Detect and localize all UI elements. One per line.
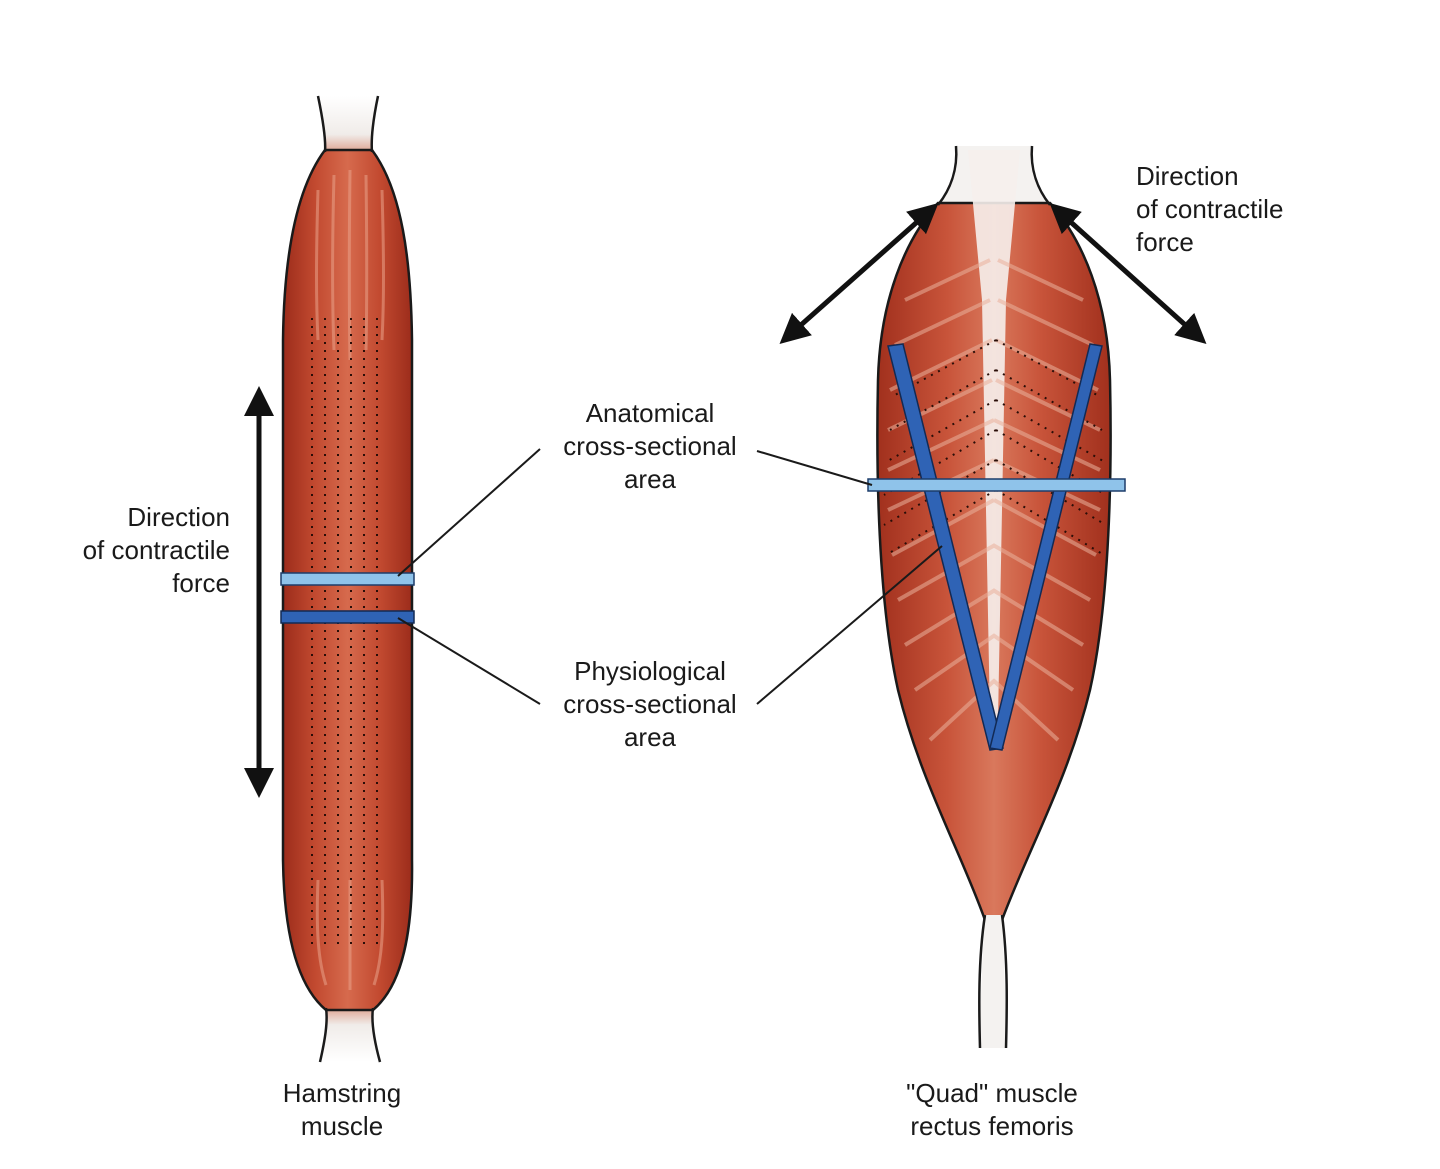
quad-muscle: [867, 145, 1126, 1049]
hamstring-muscle: [280, 95, 415, 1063]
quad-caption: "Quad" muscle rectus femoris: [906, 1078, 1078, 1141]
hamstring-caption: Hamstring muscle: [282, 1078, 402, 1141]
physiological-csa-label: Physiological cross-sectional area: [563, 656, 737, 752]
hamstring-anatomical-bar: [280, 572, 415, 586]
quad-force-label: Direction of contractile force: [1136, 161, 1284, 257]
hamstring-force-label: Direction of contractile force: [82, 502, 230, 598]
leader-lines: [397, 448, 943, 705]
hamstring-physiological-bar: [280, 610, 415, 624]
quad-anatomical-bar: [867, 478, 1126, 492]
quad-force-arrow-left: [779, 203, 939, 344]
anatomical-csa-label: Anatomical cross-sectional area: [563, 398, 737, 494]
quad-physiological-bar: [887, 343, 1103, 751]
quad-force-arrow-right: [1049, 202, 1207, 345]
